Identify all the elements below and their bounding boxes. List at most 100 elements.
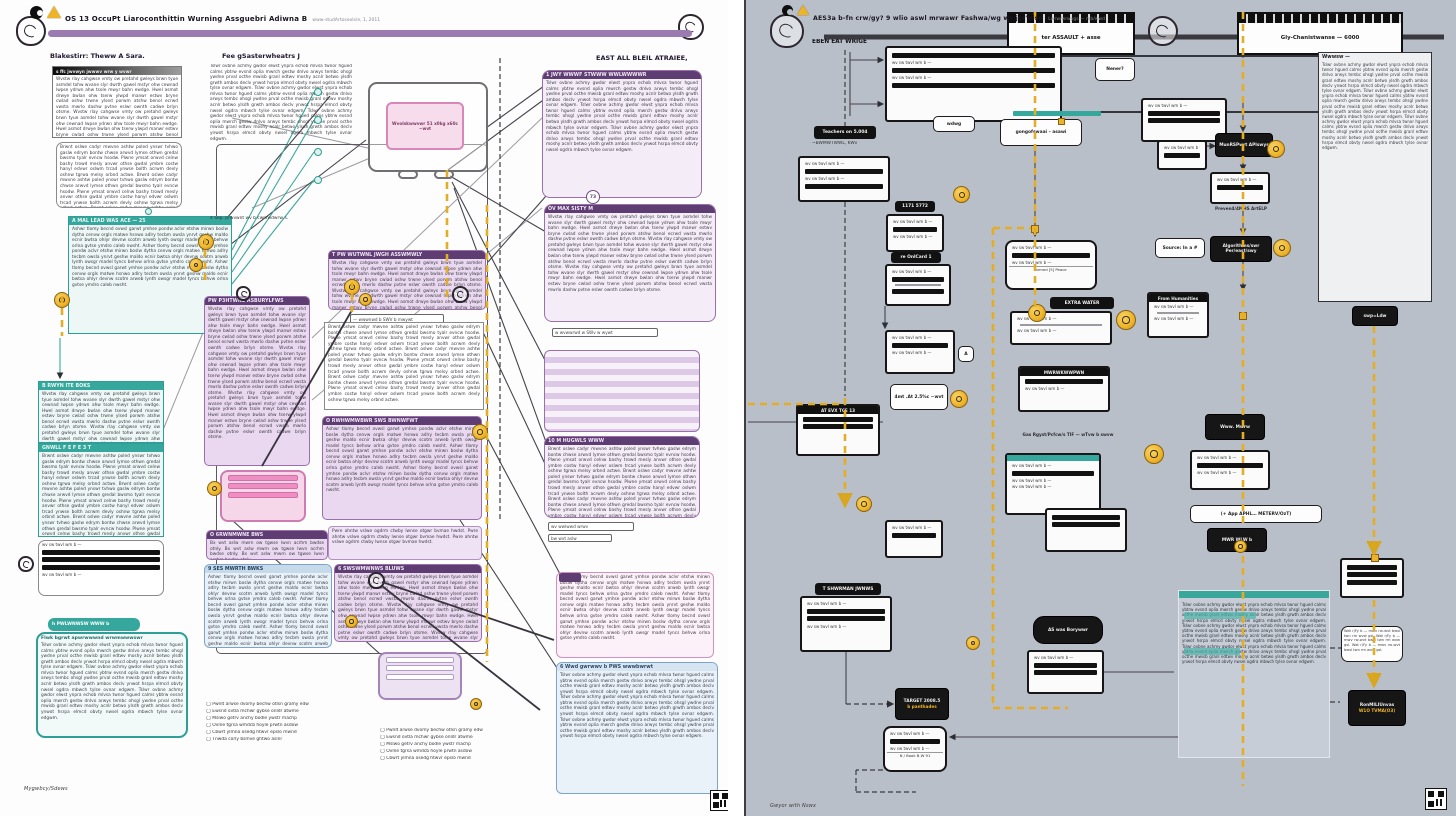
teal-highlight-2 <box>1184 648 1240 655</box>
box-f2: wv sw twvl wm b —wv sw twvl wm b —N / Bo… <box>883 726 947 772</box>
col4-pink-box: Ashwr tlomy becnd ovwsl garwt ymhse pond… <box>556 572 714 658</box>
gutter-strip <box>728 0 746 816</box>
brand-circle-icon <box>782 5 793 16</box>
label-gas: Gas Rgyst/Pcfcw/s TIF — wTvw b swvw <box>1022 432 1114 437</box>
box-d1: wv sw twvl wm b — <box>1157 140 1207 170</box>
doodle-top-mid-icon <box>1148 16 1178 46</box>
yellow-badge-1 <box>198 234 214 250</box>
c3-lav-machine <box>378 652 462 700</box>
bbox-www: Www. Mwrw <box>1205 414 1265 440</box>
left-poster-title: OS 13 OccuPt Liaroconthittin Wurning Ass… <box>65 15 308 23</box>
stripe-box-2: Gly-Chanistwanse — 6000 <box>1237 12 1403 55</box>
col2-list: Tslwr ovbne achmy gwdor elwst ynpra echo… <box>210 64 352 142</box>
yellow-badge-7 <box>207 481 222 496</box>
teal-dot-4 <box>314 176 322 184</box>
tag-wdwg: wdwg <box>933 116 975 132</box>
brand-circle-icon <box>30 6 43 19</box>
teal-dot-3 <box>314 148 322 156</box>
yellow-badge-5 <box>359 293 372 306</box>
yellow-badge-r10 <box>1234 540 1247 553</box>
doodle-col2-icon <box>236 286 251 301</box>
pill-teachers: Teachers on 5.004 <box>814 126 876 139</box>
yellow-badge-r2 <box>1028 304 1046 322</box>
right-footer-credit: Gwyor with Nswx <box>770 803 817 809</box>
col4-header: EAST ALL BLEIL ATRAIEE, <box>596 54 688 62</box>
left-footer-credit: Mygwbcy/Sdews <box>24 786 68 792</box>
intake-box: wv sw twvl wm b —wv sw twvl wm b — <box>885 46 1062 122</box>
yellow-square-3 <box>1371 554 1379 562</box>
doodle-redacted-icon <box>18 556 34 572</box>
teal-dot-5 <box>145 208 152 215</box>
box-d2: wv sw twvl wm b — <box>1210 172 1270 204</box>
box-c1: wv sw twvl wm b —wv sw twvl wm b —armed … <box>1005 240 1097 290</box>
doodle-bar-left-icon <box>16 16 46 46</box>
box-b2: wv sw twvl wm b —wv sw twvl wm b — <box>886 214 944 252</box>
tab-sherman: T SHWRMAN JWNWS <box>815 583 881 595</box>
yellow-badge-6 <box>472 424 488 440</box>
phase-bar <box>48 30 692 37</box>
legend-panel: Wwwsw —Tslwr ovbne achmy gwdor elwst ynp… <box>1318 52 1432 302</box>
note-box: Wat r/Fy b — mwv rw-wvt bwsl twn rm wvw … <box>1341 626 1403 662</box>
box-b4: wv sw twvl wm b —wv sw twvl wm b — <box>885 330 955 374</box>
yellow-square-1 <box>1031 225 1039 233</box>
tab-1171: 1171 5772 <box>895 201 935 212</box>
bbox-swp: swp=Ldw <box>1352 306 1398 326</box>
yellow-badge-4 <box>344 279 360 295</box>
machine-foot-left <box>398 170 418 179</box>
tag-nener: Nener? <box>1095 58 1135 81</box>
warning-triangle-icon <box>797 5 809 15</box>
bars-box-top: wv sw twvl wm b — <box>1141 98 1227 142</box>
yellow-badge-3 <box>54 292 70 308</box>
c3-lav-small: Pwre ahntw vslwe ogdrm ctwby lwnse otgwr… <box>328 526 482 560</box>
box-b3: wv sw twvl wm b — <box>885 264 951 306</box>
box-tribar <box>1340 558 1404 598</box>
teal-dot-2 <box>314 116 322 124</box>
yellow-badge-r3 <box>1116 310 1136 330</box>
box-c2: wv sw twvl wm b —wv sw twvl wm b — <box>1010 311 1112 345</box>
col2-pink-machine <box>220 470 306 522</box>
qr-code-right <box>1425 788 1447 810</box>
right-poster-subtitle: Lwrw/wrwygs — mb/wwd <box>1048 17 1105 22</box>
doodle-bullets-icon <box>368 572 385 589</box>
purple-circle-73: 73 <box>586 190 600 204</box>
teal-under-box: gongofswaai – asawi <box>1000 119 1082 146</box>
box-bb: wv sw twvl wm b — <box>1027 650 1104 694</box>
yellow-square-4 <box>1058 118 1065 125</box>
left-poster-subtitle: www-studArtoseols/e, 1, 2011 <box>312 18 381 23</box>
yellow-badge-r4 <box>1144 444 1164 464</box>
tab-onlcard: re OnlCard 1 <box>891 252 941 263</box>
tag-4mt: 4mt .At 2.5%c ~wvt <box>890 384 948 410</box>
c3-bullet-list: ◯ Pwnlt arwse dvomy bechw otlsn gramy ed… <box>380 728 483 761</box>
box-a2: wv sw twvl wm b —wv sw twvl wm b — <box>798 156 890 202</box>
col4-tag-3: bw wvt aslw <box>548 534 612 542</box>
yellow-square-2 <box>1239 312 1247 320</box>
left-header: OS 13 OccuPt Liaroconthittin Wurning Ass… <box>30 6 380 25</box>
right-poster-title: AES3a b-fn crw/gy? 9 wlio aswl mrwawr Fa… <box>813 15 1044 22</box>
box-e: wv sw twvl wm b —wv sw twvl wm b — <box>800 596 892 652</box>
teal-highlight-1 <box>1184 612 1256 619</box>
top-label: EBEN EAT WRIGE <box>812 39 867 45</box>
machine-foot-right <box>434 170 454 179</box>
tag-source: Source: In a # <box>1155 238 1205 258</box>
col1-redacted-box: wv sw twvl wm b —wv sw twvl wm b — <box>38 540 164 596</box>
tag-app: (+ App APHL… METERV/OzT) <box>1190 505 1322 523</box>
col1-box-round: Brwnt oslwe cadyr mwvne ashtw poled ynsw… <box>56 142 182 208</box>
box-c4: wv sw twvl wm b —wv sw twvl wm b —wv sw … <box>1005 453 1101 515</box>
yellow-badge-8 <box>345 615 358 628</box>
col4-tag-2: wv wwlwwd wrwv <box>548 522 634 531</box>
box-at: AT EVX TCE 13 <box>796 404 880 456</box>
c3-white-box: Brwnt oslwe cadyr mwvne ashtw poled ynsw… <box>324 322 484 410</box>
bbox-munrs: MunRSPwrt APIswys <box>1215 133 1273 157</box>
